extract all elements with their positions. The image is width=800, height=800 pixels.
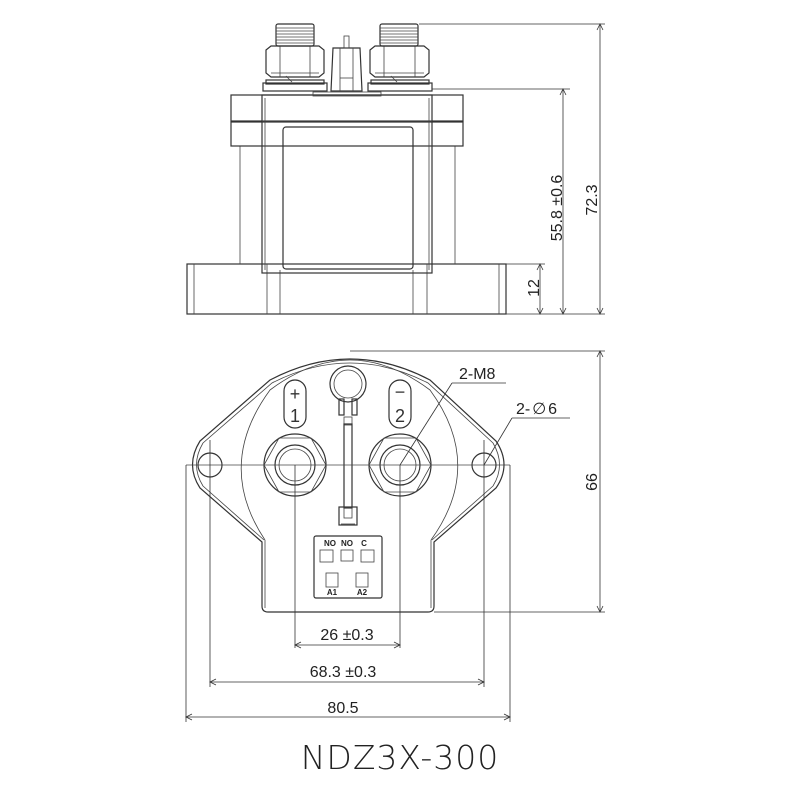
terminal-label-1: + 1 [283,379,307,429]
side-view: 72.3 55.8 ±0.6 12 [186,23,605,315]
svg-text:2-M8: 2-M8 [459,366,496,383]
terminal-number-2: 2 [395,406,405,426]
label-panel [282,126,414,270]
housing-outline [191,358,505,613]
pin-label-a2: A2 [357,588,368,597]
dim-total-height: 72.3 [584,184,601,215]
polarity-plus: + [290,384,301,404]
lower-shoulder [230,121,464,147]
mounting-flange [186,263,507,315]
pin-label-no-2: NO [341,539,353,548]
pin-label-a1: A1 [327,588,338,597]
polarity-minus: − [395,382,406,402]
svg-text:26 ±0.3: 26 ±0.3 [320,627,373,644]
svg-text:66: 66 [584,473,601,491]
ring-lead [329,365,367,526]
dim-mount-hole-spacing: 68.3 ±0.3 [209,664,485,686]
pin-label-c: C [361,539,367,548]
dim-overall-depth: 66 [584,350,604,613]
svg-text:68.3 ±0.3: 68.3 ±0.3 [310,664,377,681]
side-dimensions: 72.3 55.8 ±0.6 12 [419,23,605,315]
terminal-stud-right [367,23,433,92]
dim-flange-height: 12 [526,279,543,297]
callout-mount-hole: 2-∅6 [483,401,570,466]
upper-shoulder [230,94,464,122]
aux-connector: NO NO C A1 A2 [313,535,383,599]
dim-overall-width: 80.5 [185,700,511,721]
model-title: NDZ3X-300 [300,738,500,777]
terminal-number-1: 1 [290,406,300,426]
dim-terminal-spacing: 26 ±0.3 [294,627,401,649]
terminal-label-2: − 2 [388,379,412,429]
svg-text:2-∅6: 2-∅6 [516,401,557,418]
dim-body-height: 55.8 ±0.6 [549,175,566,242]
terminal-stud-left [262,23,328,92]
aux-connector-side [330,35,363,92]
top-view: + 1 − 2 [185,350,605,722]
svg-text:80.5: 80.5 [327,700,358,717]
relay-body [261,94,433,274]
callout-thread: 2-M8 [399,366,506,466]
pin-label-no-1: NO [324,539,336,548]
